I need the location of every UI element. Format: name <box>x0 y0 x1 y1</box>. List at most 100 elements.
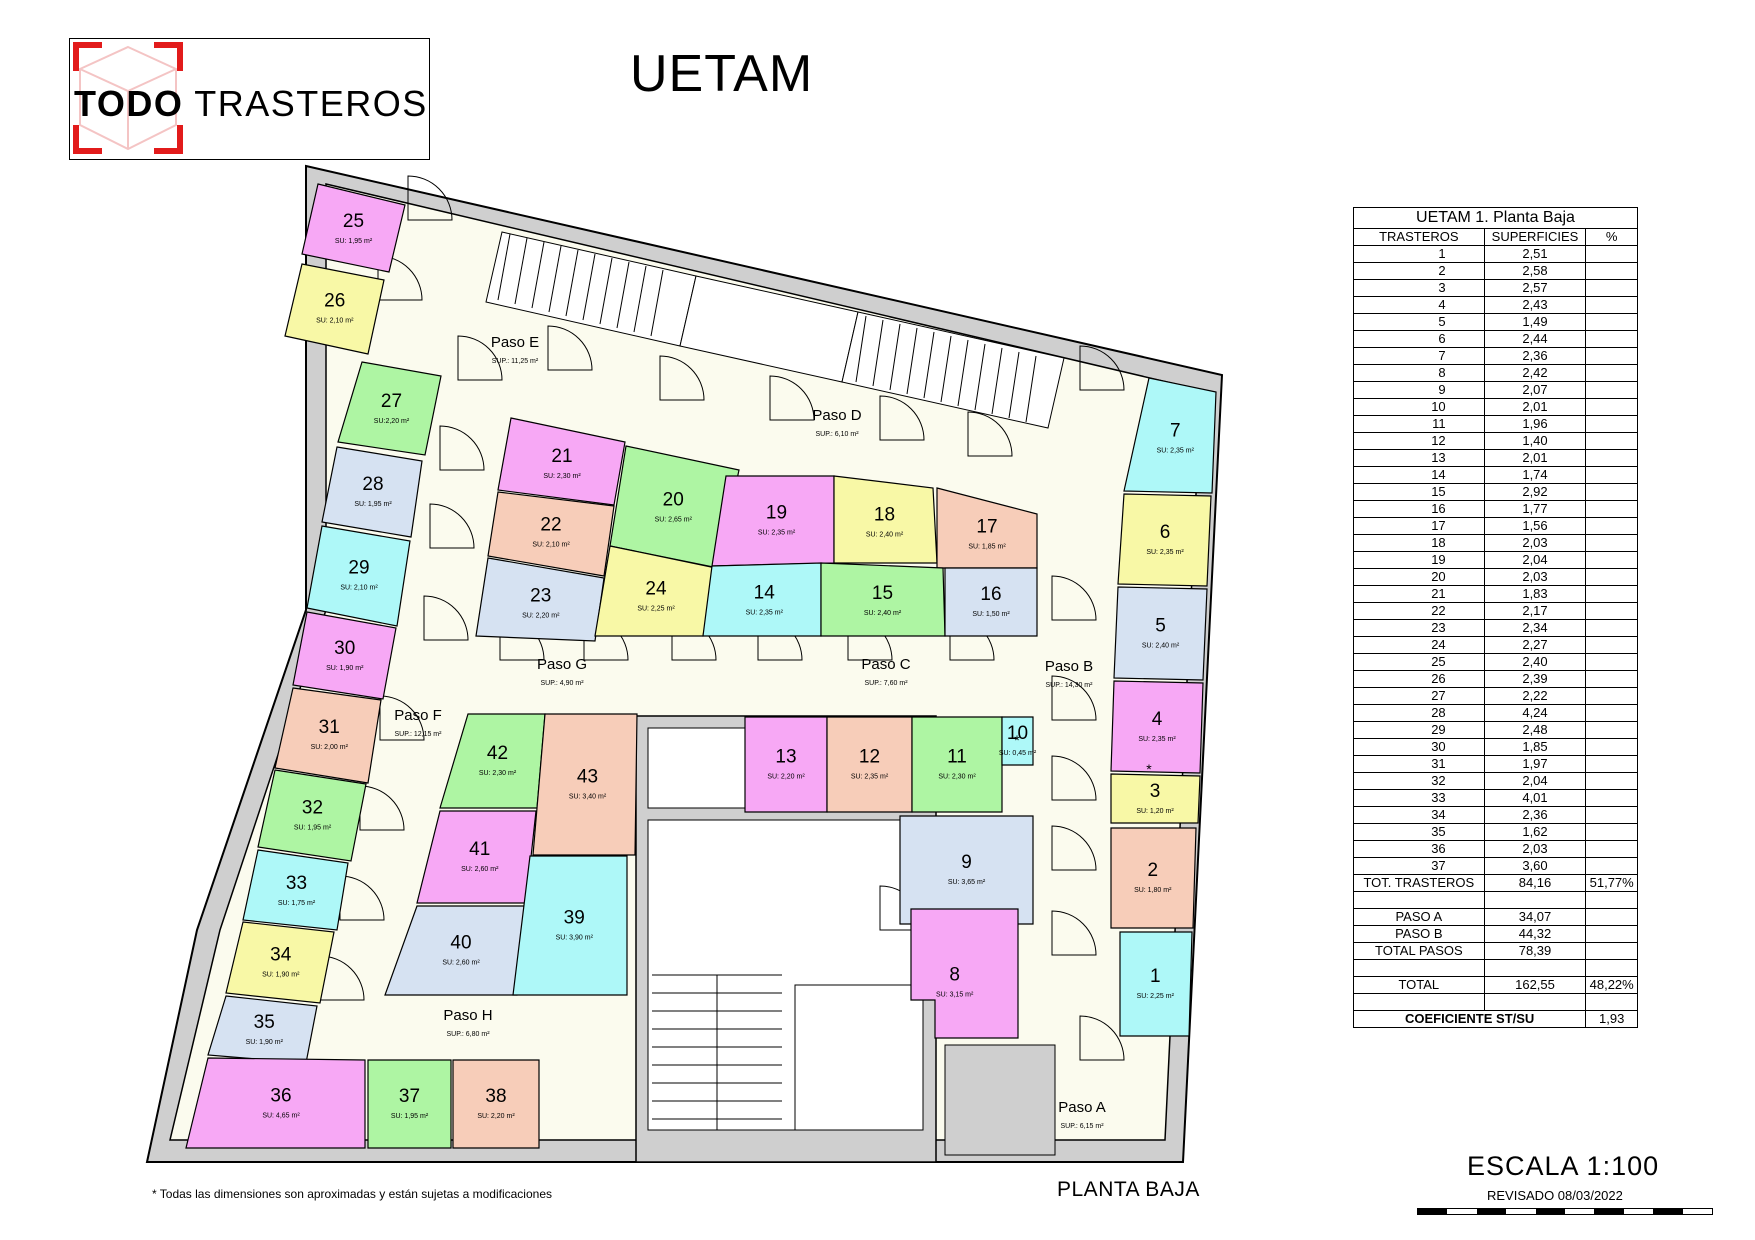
row-trastero: 36 <box>1353 840 1485 858</box>
row-superficie: 1,85 <box>1483 738 1587 756</box>
unit-surface: SU: 1,90 m² <box>262 972 300 979</box>
passage-name: Paso F <box>394 707 442 724</box>
passage-surface: SUP.: 6,15 m² <box>1060 1123 1104 1130</box>
row-percent <box>1585 687 1638 705</box>
unit-number: 37 <box>399 1086 420 1107</box>
passage-name: Paso E <box>491 334 539 351</box>
total-value: 162,55 <box>1483 976 1587 994</box>
row-percent <box>1585 823 1638 841</box>
row-trastero: 20 <box>1353 568 1485 586</box>
row-superficie: 1,49 <box>1483 313 1587 331</box>
row-percent <box>1585 721 1638 739</box>
passage-name: Paso A <box>1058 1099 1106 1116</box>
unit-number: 22 <box>540 515 561 536</box>
row-trastero: 8 <box>1353 364 1485 382</box>
unit-surface: SU: 2,60 m² <box>442 960 480 967</box>
row-trastero: 26 <box>1353 670 1485 688</box>
upper-staircase <box>485 231 1065 429</box>
unit-number: 34 <box>270 945 292 966</box>
row-superficie: 1,83 <box>1483 585 1587 603</box>
row-trastero: 21 <box>1353 585 1485 603</box>
passage-name: Paso C <box>861 656 910 673</box>
unit-number: 35 <box>254 1012 275 1033</box>
unit-number: 12 <box>859 747 880 768</box>
unit-surface: SU: 3,40 m² <box>569 794 607 801</box>
row-trastero: 3 <box>1353 279 1485 297</box>
paso-a-label: PASO A <box>1353 908 1485 926</box>
row-trastero: 29 <box>1353 721 1485 739</box>
row-superficie: 1,56 <box>1483 517 1587 535</box>
unit-surface: SU: 3,90 m² <box>556 935 594 942</box>
unit-number: 16 <box>980 584 1001 605</box>
paso-b-label: PASO B <box>1353 925 1485 943</box>
unit-number: 8 <box>949 964 960 985</box>
unit-surface: SU: 1,95 m² <box>391 1113 429 1120</box>
row-trastero: 19 <box>1353 551 1485 569</box>
unit-surface: SU: 2,35 m² <box>1138 736 1176 743</box>
storage-unit-2: 2SU: 1,80 m² <box>1110 827 1197 929</box>
unit-number: 27 <box>381 391 402 412</box>
row-superficie: 1,40 <box>1483 432 1587 450</box>
row-trastero: 31 <box>1353 755 1485 773</box>
stair-treads <box>652 974 782 1130</box>
row-percent <box>1585 279 1638 297</box>
row-superficie: 1,97 <box>1483 755 1587 773</box>
row-superficie: 2,04 <box>1483 772 1587 790</box>
unit-surface: SU: 2,20 m² <box>767 774 805 781</box>
row-trastero: 24 <box>1353 636 1485 654</box>
row-trastero: 4 <box>1353 296 1485 314</box>
row-superficie: 2,58 <box>1483 262 1587 280</box>
row-trastero: 18 <box>1353 534 1485 552</box>
unit-surface: SU: 1,80 m² <box>1134 887 1172 894</box>
unit-number: 41 <box>469 839 490 860</box>
row-percent <box>1585 840 1638 858</box>
unit-surface: SU: 1,95 m² <box>354 501 392 508</box>
row-trastero: 35 <box>1353 823 1485 841</box>
passage-surface: SUP.: 11,25 m² <box>492 358 539 365</box>
row-percent <box>1585 806 1638 824</box>
unit-number: 40 <box>450 933 471 954</box>
passage-name: Paso D <box>812 407 861 424</box>
unit-surface: SU: 1,90 m² <box>246 1039 284 1046</box>
row-superficie: 2,92 <box>1483 483 1587 501</box>
coeficiente-label: COEFICIENTE ST/SU <box>1352 1010 1587 1028</box>
row-percent <box>1585 364 1638 382</box>
unit-surface: SU: 2,35 m² <box>1157 448 1195 455</box>
revised-date: REVISADO 08/03/2022 <box>1487 1188 1623 1203</box>
row-trastero: 17 <box>1353 517 1485 535</box>
unit-surface: SU: 4,65 m² <box>262 1113 300 1120</box>
row-trastero: 22 <box>1353 602 1485 620</box>
row-percent <box>1585 483 1638 501</box>
passage-name: Paso H <box>443 1007 492 1024</box>
passage-surface: SUP.: 14,30 m² <box>1046 682 1094 689</box>
footnote: * Todas las dimensiones son aproximadas … <box>152 1187 552 1201</box>
passage-name: Paso B <box>1045 658 1093 675</box>
row-superficie: 2,43 <box>1483 296 1587 314</box>
row-superficie: 2,40 <box>1483 653 1587 671</box>
tot-trasteros-label: TOT. TRASTEROS <box>1353 874 1485 892</box>
